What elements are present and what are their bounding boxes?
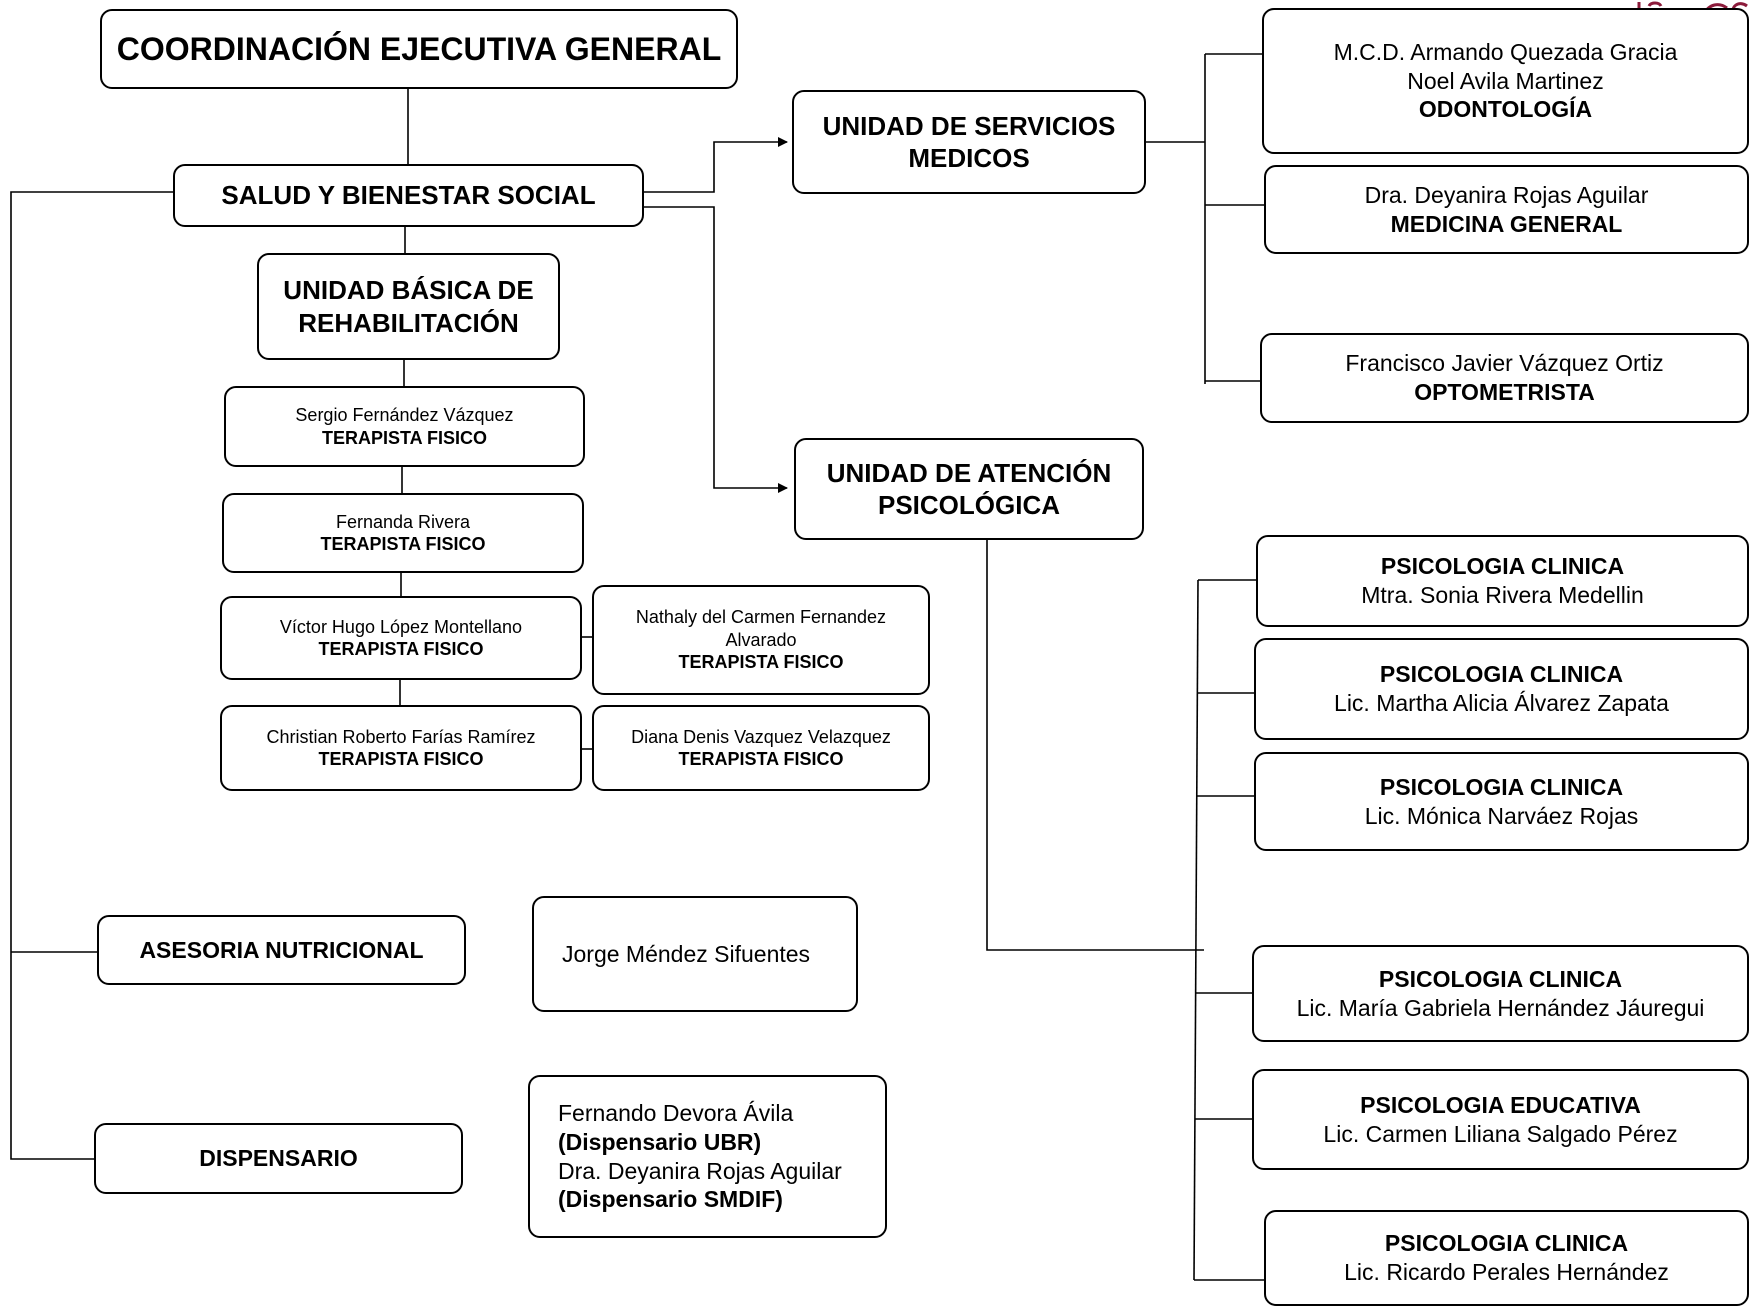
coordinacion-title: COORDINACIÓN EJECUTIVA GENERAL: [116, 31, 722, 67]
psychology-area: PSICOLOGIA CLINICA: [1378, 965, 1623, 992]
therapist-card: Sergio Fernández Vázquez TERAPISTA FISIC…: [224, 386, 585, 467]
dispensario-staff-line: (Dispensario SMDIF): [558, 1186, 783, 1213]
psychology-area: PSICOLOGIA CLINICA: [1384, 1230, 1629, 1257]
psychology-staff-card: PSICOLOGIA EDUCATIVA Lic. Carmen Liliana…: [1252, 1069, 1749, 1170]
therapist-name: Diana Denis Vazquez Velazquez: [631, 726, 891, 747]
dispensario-staff-line: Fernando Devora Ávila: [558, 1100, 794, 1126]
therapist-card: Víctor Hugo López Montellano TERAPISTA F…: [220, 596, 582, 680]
psychology-area: PSICOLOGIA CLINICA: [1379, 773, 1624, 800]
therapist-role: TERAPISTA FISICO: [320, 534, 486, 554]
therapist-role: TERAPISTA FISICO: [321, 427, 487, 448]
medical-staff-name: Francisco Javier Vázquez Ortiz: [1345, 350, 1664, 377]
dispensario-staff-box: Fernando Devora Ávila (Dispensario UBR) …: [528, 1075, 887, 1238]
therapist-name: Sergio Fernández Vázquez: [295, 405, 514, 425]
medical-staff-role: OPTOMETRISTA: [1414, 379, 1595, 405]
therapist-card: Fernanda Rivera TERAPISTA FISICO: [222, 493, 584, 573]
therapist-name: Nathaly del Carmen Fernandez Alvarado: [635, 607, 887, 650]
therapist-role: TERAPISTA FISICO: [678, 652, 844, 673]
medical-staff-card: Francisco Javier Vázquez Ortiz OPTOMETRI…: [1260, 333, 1749, 423]
psychology-staff-name: Lic. Carmen Liliana Salgado Pérez: [1323, 1120, 1678, 1147]
therapist-card: Christian Roberto Farías Ramírez TERAPIS…: [220, 705, 582, 791]
psychology-staff-name: Lic. Ricardo Perales Hernández: [1344, 1259, 1669, 1285]
therapist-role: TERAPISTA FISICO: [678, 749, 844, 769]
dispensario-box: DISPENSARIO: [94, 1123, 463, 1194]
psychology-area: PSICOLOGIA CLINICA: [1380, 553, 1625, 580]
dispensario-title: DISPENSARIO: [199, 1145, 358, 1172]
servicios-medicos-box: UNIDAD DE SERVICIOS MEDICOS: [792, 90, 1146, 194]
medical-staff-card: Dra. Deyanira Rojas Aguilar MEDICINA GEN…: [1264, 165, 1749, 254]
psychology-staff-name: Lic. Mónica Narváez Rojas: [1364, 802, 1639, 829]
medical-staff-name: M.C.D. Armando Quezada Gracia: [1333, 38, 1678, 65]
psychology-staff-name: Lic. Martha Alicia Álvarez Zapata: [1334, 690, 1669, 716]
psychology-staff-card: PSICOLOGIA CLINICA Lic. Ricardo Perales …: [1264, 1210, 1749, 1306]
psychology-area: PSICOLOGIA CLINICA: [1379, 661, 1624, 688]
medical-staff-name: Dra. Deyanira Rojas Aguilar: [1364, 181, 1649, 208]
therapist-role: TERAPISTA FISICO: [318, 639, 484, 659]
medical-staff-role: MEDICINA GENERAL: [1390, 210, 1623, 237]
therapist-name: Víctor Hugo López Montellano: [279, 616, 523, 637]
dispensario-staff-line: (Dispensario UBR): [558, 1128, 762, 1155]
therapist-name: Fernanda Rivera: [335, 511, 471, 532]
medical-staff-card: M.C.D. Armando Quezada Gracia Noel Avila…: [1262, 8, 1749, 154]
psychology-staff-card: PSICOLOGIA CLINICA Lic. Mónica Narváez R…: [1254, 752, 1749, 851]
nutricion-staff-name: Jorge Méndez Sifuentes: [562, 940, 811, 967]
psychology-staff-card: PSICOLOGIA CLINICA Lic. María Gabriela H…: [1252, 945, 1749, 1042]
dispensario-staff-line: Dra. Deyanira Rojas Aguilar: [558, 1157, 842, 1184]
psychology-staff-name: Mtra. Sonia Rivera Medellin: [1361, 582, 1644, 608]
medical-staff-role: ODONTOLOGÍA: [1418, 96, 1593, 123]
psychology-staff-card: PSICOLOGIA CLINICA Mtra. Sonia Rivera Me…: [1256, 535, 1749, 627]
servicios-medicos-title: UNIDAD DE SERVICIOS MEDICOS: [822, 110, 1116, 174]
coordinacion-box: COORDINACIÓN EJECUTIVA GENERAL: [100, 9, 738, 89]
therapist-name: Christian Roberto Farías Ramírez: [266, 726, 536, 747]
psychology-staff-card: PSICOLOGIA CLINICA Lic. Martha Alicia Ál…: [1254, 638, 1749, 740]
psychology-area: PSICOLOGIA EDUCATIVA: [1360, 1091, 1641, 1118]
asesoria-box: ASESORIA NUTRICIONAL: [97, 915, 466, 985]
therapist-card: Nathaly del Carmen Fernandez Alvarado TE…: [592, 585, 930, 695]
atencion-psicologica-title: UNIDAD DE ATENCIÓN PSICOLÓGICA: [826, 457, 1112, 521]
medical-staff-name: Noel Avila Martinez: [1407, 67, 1604, 94]
asesoria-title: ASESORIA NUTRICIONAL: [139, 936, 424, 963]
nutricion-staff-box: Jorge Méndez Sifuentes: [532, 896, 858, 1012]
therapist-card: Diana Denis Vazquez Velazquez TERAPISTA …: [592, 705, 930, 791]
psychology-staff-name: Lic. María Gabriela Hernández Jáuregui: [1296, 994, 1705, 1021]
atencion-psicologica-box: UNIDAD DE ATENCIÓN PSICOLÓGICA: [794, 438, 1144, 540]
ubr-box: UNIDAD BÁSICA DE REHABILITACIÓN: [257, 253, 560, 360]
salud-box: SALUD Y BIENESTAR SOCIAL: [173, 164, 644, 227]
therapist-role: TERAPISTA FISICO: [318, 749, 484, 769]
salud-title: SALUD Y BIENESTAR SOCIAL: [221, 180, 596, 211]
ubr-title: UNIDAD BÁSICA DE REHABILITACIÓN: [283, 275, 534, 338]
